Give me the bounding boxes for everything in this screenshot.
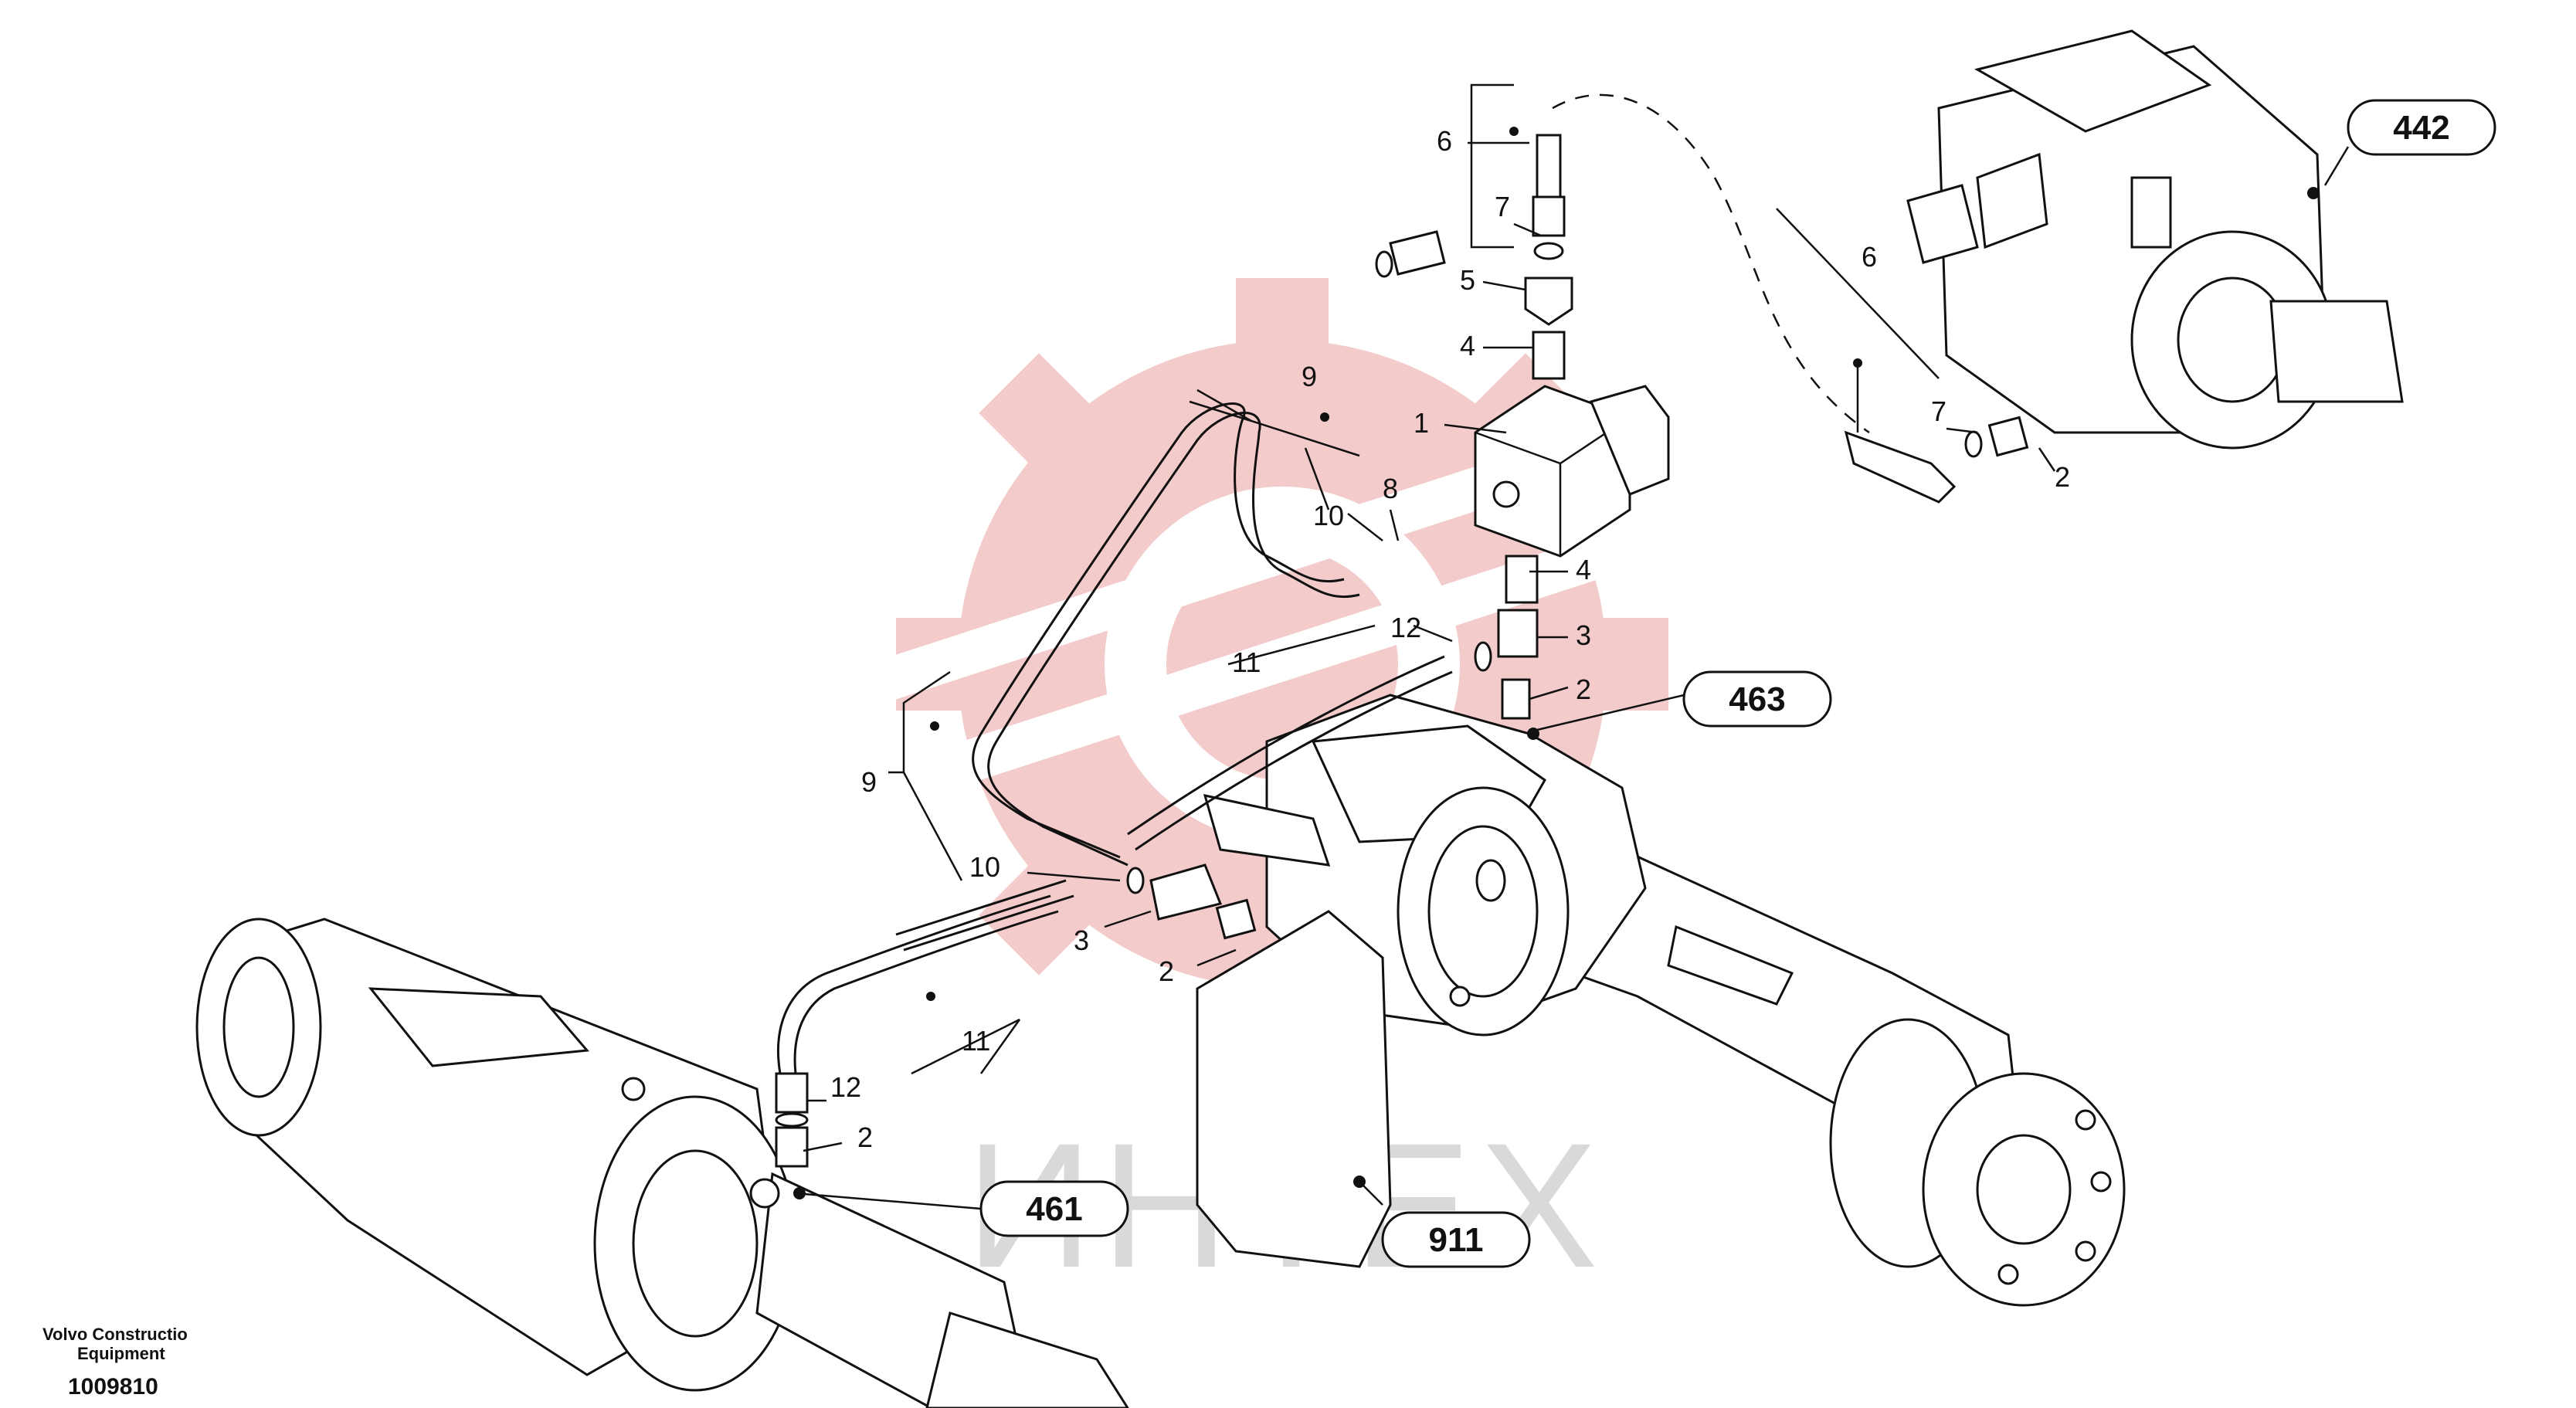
callout-9: 9 bbox=[1302, 361, 1317, 392]
callout-11: 11 bbox=[1232, 646, 1261, 678]
callout-10: 10 bbox=[1313, 500, 1344, 531]
rear-axle-right bbox=[1528, 833, 2126, 1307]
svg-text:463: 463 bbox=[1729, 680, 1785, 718]
fittings-lower-stack bbox=[1375, 230, 1539, 720]
callout-2: 2 bbox=[1159, 955, 1174, 987]
reference-bubble-463: 463 bbox=[1682, 670, 1832, 728]
fittings-upper-stack bbox=[1524, 134, 1573, 380]
lower-fittings bbox=[775, 863, 1257, 1168]
callout-10: 10 bbox=[969, 851, 1000, 883]
drawing-number: 1009810 bbox=[68, 1374, 158, 1400]
reference-bubble-911: 911 bbox=[1381, 1211, 1531, 1268]
callout-4: 4 bbox=[1576, 554, 1591, 585]
callout-2: 2 bbox=[1576, 673, 1591, 705]
block-911 bbox=[1196, 910, 1392, 1268]
pilot-line-dashed bbox=[1552, 93, 1870, 434]
reference-bubble-442: 442 bbox=[2347, 99, 2496, 156]
callout-6: 6 bbox=[1437, 125, 1452, 157]
callout-3: 3 bbox=[1074, 925, 1089, 956]
callout-2: 2 bbox=[2055, 461, 2070, 493]
callout-11: 11 bbox=[962, 1025, 990, 1057]
callout-2: 2 bbox=[857, 1121, 873, 1153]
reference-bubble-461: 461 bbox=[979, 1180, 1129, 1237]
callout-12: 12 bbox=[1390, 612, 1421, 643]
hose-6-right bbox=[1844, 416, 2029, 504]
callout-8: 8 bbox=[1383, 473, 1398, 504]
callout-3: 3 bbox=[1576, 619, 1591, 651]
hose-9 bbox=[777, 402, 1360, 1074]
callout-12: 12 bbox=[830, 1071, 861, 1103]
callout-9: 9 bbox=[861, 766, 877, 798]
pump-assembly-442 bbox=[1906, 29, 2404, 450]
front-axle-left bbox=[195, 918, 1129, 1408]
callout-4: 4 bbox=[1460, 330, 1475, 361]
footer-block: Volvo Constructio Equipment 1009810 bbox=[42, 1325, 188, 1400]
callout-6: 6 bbox=[1862, 241, 1877, 273]
svg-text:442: 442 bbox=[2393, 109, 2449, 147]
callout-7: 7 bbox=[1495, 191, 1510, 222]
manufacturer-line-1: Volvo Constructio bbox=[42, 1325, 188, 1344]
callout-1: 1 bbox=[1414, 407, 1429, 439]
callout-7: 7 bbox=[1931, 395, 1946, 427]
callout-dots bbox=[793, 127, 2320, 1199]
svg-text:461: 461 bbox=[1026, 1190, 1082, 1228]
valve-block bbox=[1474, 385, 1670, 558]
callout-5: 5 bbox=[1460, 264, 1475, 296]
callout-labels: 1 2 2 2 2 3 3 4 4 5 6 6 7 7 8 9 9 10 10 … bbox=[830, 125, 2070, 1153]
hose-11 bbox=[895, 655, 1453, 952]
manufacturer-line-2: Equipment bbox=[77, 1344, 165, 1363]
svg-text:911: 911 bbox=[1429, 1221, 1484, 1259]
leader-lines bbox=[795, 83, 2350, 1210]
